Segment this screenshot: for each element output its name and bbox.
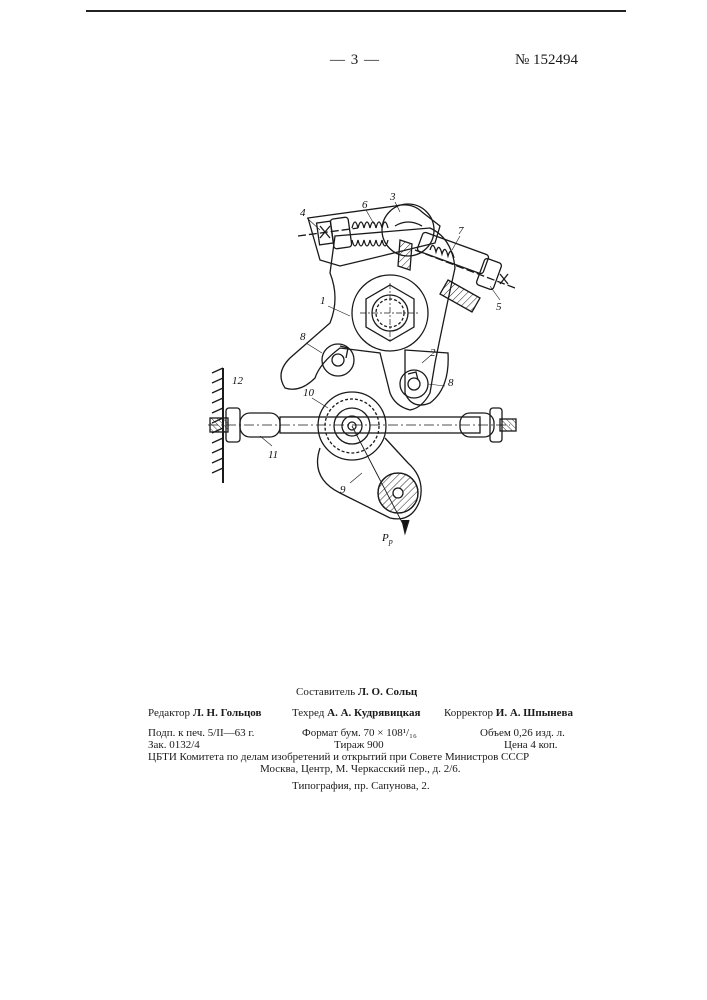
central-pivot-nut xyxy=(352,275,428,351)
label-3: 3 xyxy=(389,191,396,203)
printer: Типография, пр. Сапунова, 2. xyxy=(292,780,430,792)
top-rule xyxy=(86,10,626,12)
order-number: Зак. 0132/4 xyxy=(148,739,200,751)
label-12: 12 xyxy=(232,375,244,387)
signed-date: Подп. к печ. 5/II—63 г. xyxy=(148,727,254,739)
label-1: 1 xyxy=(320,295,326,307)
volume: Объем 0,26 изд. л. xyxy=(480,727,565,739)
organization: ЦБТИ Комитета по делам изобретений и отк… xyxy=(148,751,529,763)
label-5: 5 xyxy=(496,301,502,313)
label-9: 9 xyxy=(340,484,346,496)
label-6: 6 xyxy=(362,199,368,211)
compiler-line: Составитель Л. О. Сольц xyxy=(296,686,417,698)
paper-format: Формат бум. 70 × 108¹/₁₆ xyxy=(302,727,417,739)
label-force: Pp xyxy=(381,532,393,546)
arm-9 xyxy=(318,426,422,533)
address: Москва, Центр, М. Черкасский пер., д. 2/… xyxy=(260,763,461,775)
label-8-right: 8 xyxy=(448,377,454,389)
page-number: — 3 — xyxy=(330,52,380,69)
adjusting-screw-5 xyxy=(398,232,515,312)
label-7: 7 xyxy=(458,225,464,237)
label-2: 2 xyxy=(430,347,436,359)
price: Цена 4 коп. xyxy=(504,739,558,751)
circulation: Тираж 900 xyxy=(334,739,384,751)
pin-8-right xyxy=(400,370,428,398)
corrector-line: Корректор И. А. Шпынева xyxy=(444,707,573,719)
patent-number: № 152494 xyxy=(515,52,578,69)
label-8-left: 8 xyxy=(300,331,306,343)
label-11: 11 xyxy=(268,449,278,461)
label-4: 4 xyxy=(300,207,306,219)
editor-line: Редактор Л. Н. Гольцов xyxy=(148,707,261,719)
mechanism-drawing: 4 6 3 7 5 1 2 8 8 10 12 11 9 Pp xyxy=(190,188,530,558)
label-10: 10 xyxy=(303,387,315,399)
adjusting-screw-4 xyxy=(298,217,358,249)
techred-line: Техред А. А. Кудрявицкая xyxy=(292,707,420,719)
